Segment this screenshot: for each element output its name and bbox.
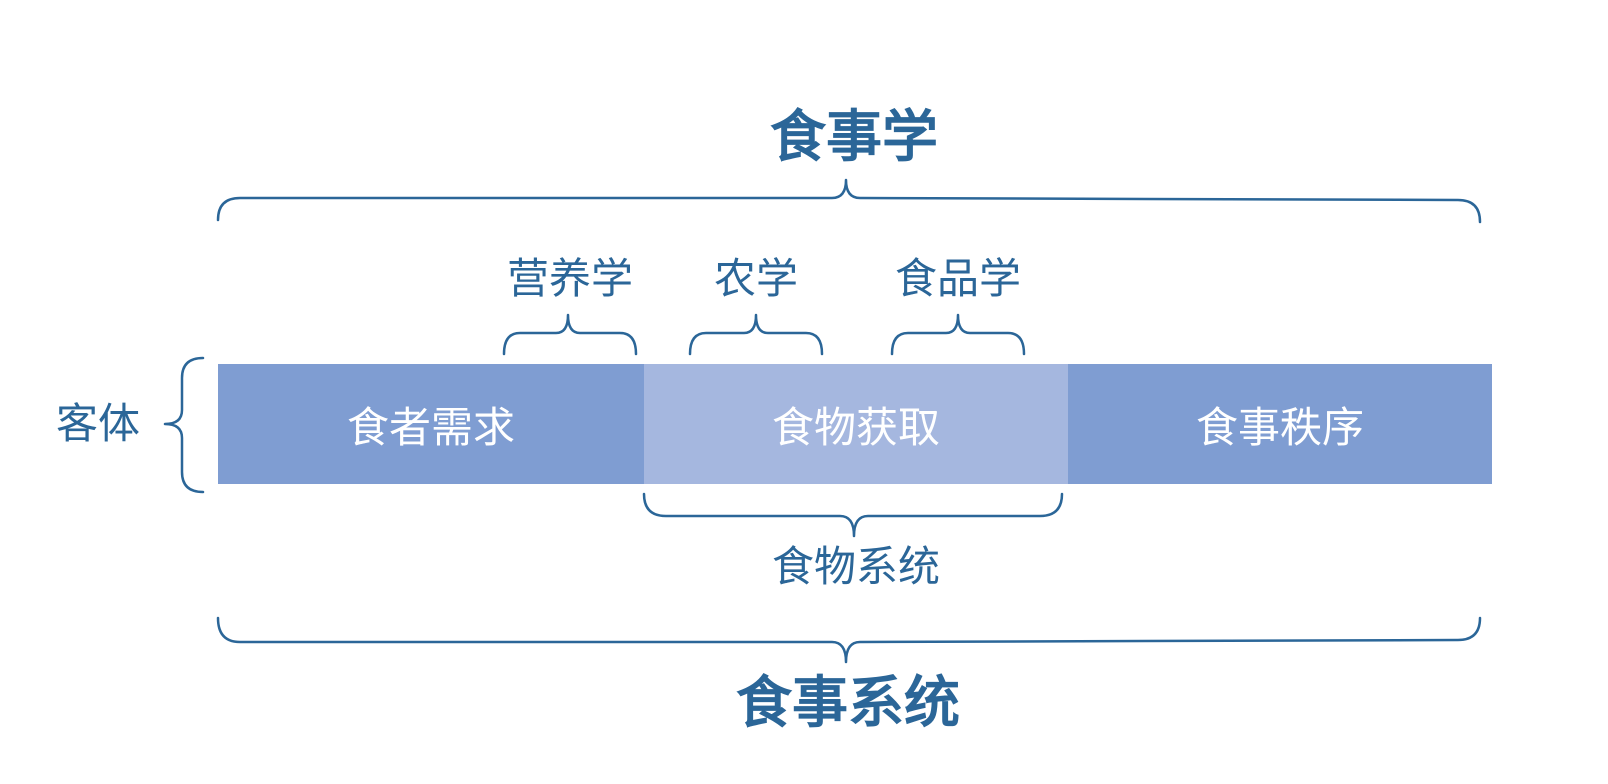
- brace-agronomy: [688, 313, 824, 356]
- top-brace: [216, 178, 1482, 224]
- discipline-label-nutrition: 营养学: [506, 254, 634, 303]
- block-food-order: 食事秩序: [1068, 364, 1492, 484]
- bottom-title: 食事系统: [736, 671, 960, 736]
- block-food-acquisition: 食物获取: [644, 364, 1068, 484]
- object-label: 客体: [56, 399, 141, 448]
- object-brace: [163, 356, 205, 494]
- top-title: 食事学: [770, 105, 938, 170]
- block-eater-demand-label: 食者需求: [346, 402, 515, 452]
- food-system-label: 食物系统: [771, 542, 941, 591]
- discipline-label-agronomy: 农学: [713, 254, 799, 303]
- food-system-brace: [642, 492, 1064, 538]
- brace-food-science: [890, 313, 1026, 356]
- bottom-brace: [216, 616, 1482, 664]
- block-food-order-label: 食事秩序: [1195, 402, 1364, 452]
- block-food-acquisition-label: 食物获取: [771, 402, 940, 452]
- discipline-label-food-science: 食品学: [894, 254, 1022, 303]
- brace-nutrition: [502, 313, 638, 356]
- block-eater-demand: 食者需求: [218, 364, 644, 484]
